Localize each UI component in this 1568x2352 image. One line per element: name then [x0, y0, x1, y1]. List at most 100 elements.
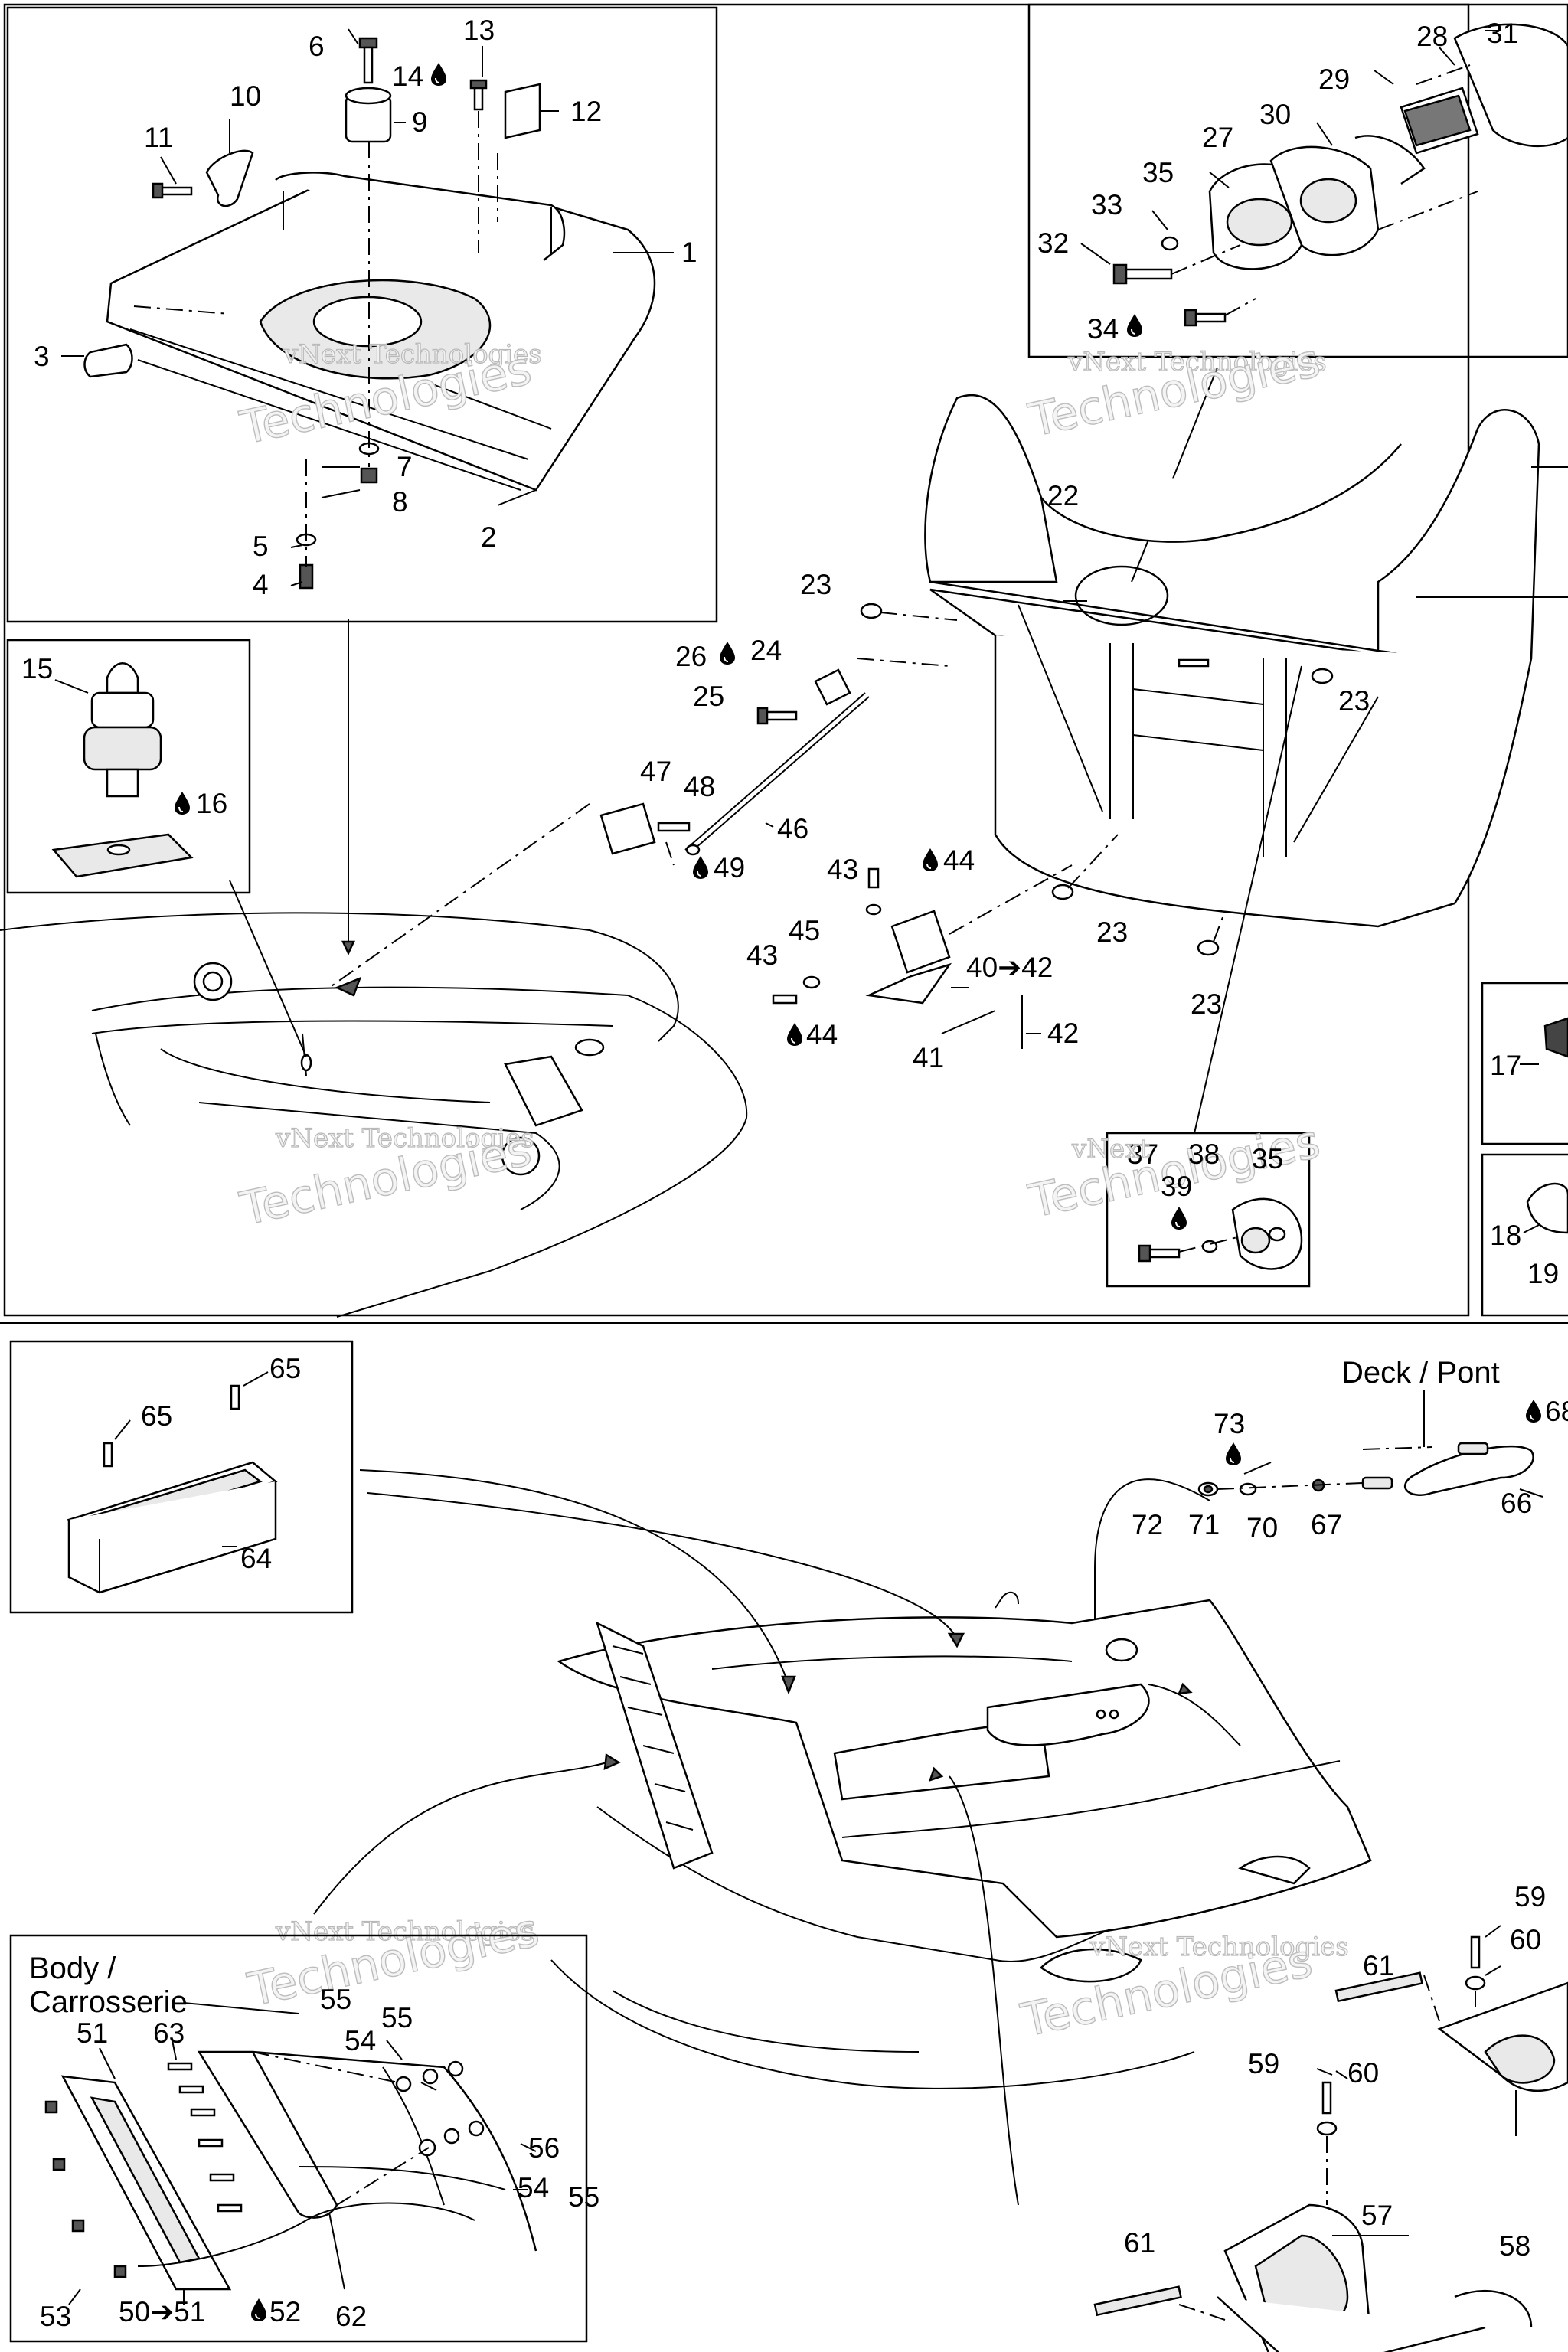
callout-41: 41 — [913, 1042, 944, 1073]
watermark-text: vNext Technologies — [275, 1916, 534, 1947]
callout-15: 15 — [21, 653, 53, 684]
callout-59: 59 — [1514, 1881, 1546, 1913]
callout-57: 57 — [1361, 2200, 1393, 2231]
callout-47: 47 — [640, 756, 671, 787]
inset-frame-clip — [1106, 1132, 1311, 1288]
callout-38: 38 — [1188, 1138, 1220, 1170]
drop-icon — [1126, 313, 1143, 338]
grommet-23 — [1197, 939, 1220, 956]
callout-31: 31 — [1487, 18, 1518, 49]
callout-17: 17 — [1490, 1050, 1521, 1081]
inset-frame-18-19 — [1481, 1153, 1568, 1317]
callout-23: 23 — [1096, 916, 1128, 948]
grommet-23 — [1051, 884, 1074, 900]
inset-frame-vent — [9, 1934, 588, 2343]
screw-65 — [230, 1384, 240, 1410]
callout-64: 64 — [240, 1543, 272, 1574]
callout-58: 58 — [1499, 2230, 1530, 2262]
callout-28: 28 — [1416, 21, 1448, 52]
callout-4: 4 — [253, 569, 269, 600]
body-label-line2: Carrosserie — [29, 1985, 188, 2019]
callout-48: 48 — [684, 771, 715, 802]
screw-13 — [469, 79, 488, 111]
callout-30: 30 — [1259, 99, 1291, 130]
deck-label: Deck / Pont — [1341, 1356, 1500, 1390]
callout-43: 43 — [827, 854, 858, 885]
callout-55: 55 — [381, 2002, 413, 2034]
screw-59 — [1321, 2081, 1332, 2115]
callout-25: 25 — [693, 681, 724, 712]
screw-11 — [152, 182, 193, 199]
watermark-text: vNext — [1071, 1134, 1150, 1165]
callout-56: 56 — [528, 2132, 560, 2164]
callout-63: 63 — [153, 2017, 185, 2049]
inset-frame-tray — [9, 1340, 354, 1614]
callout-54: 54 — [518, 2172, 549, 2203]
callout-59: 59 — [1248, 2048, 1279, 2079]
drop-icon — [250, 2298, 267, 2322]
callout-65: 65 — [141, 1400, 172, 1432]
callout-6: 6 — [309, 31, 325, 62]
washer-60 — [1465, 1975, 1486, 1991]
callout-5: 5 — [253, 531, 269, 562]
drop-icon — [1525, 1399, 1542, 1423]
callout-61: 61 — [1363, 1950, 1394, 1981]
callout-52: 52 — [270, 2296, 301, 2328]
hinge-24 — [756, 668, 851, 725]
side-vent-50 — [44, 2050, 537, 2291]
callout-35: 35 — [1142, 157, 1174, 188]
drop-icon — [174, 791, 191, 815]
bracket-47 — [599, 802, 701, 856]
screw-59 — [1470, 1936, 1481, 1969]
callout-55: 55 — [320, 1984, 351, 2015]
side-vent-57 — [1217, 2203, 1533, 2352]
callout-27: 27 — [1202, 122, 1233, 153]
callout-53: 53 — [40, 2301, 71, 2332]
part-18 — [1526, 1182, 1568, 1234]
drop-icon — [786, 1022, 803, 1047]
callout-50: 50➔51 — [119, 2296, 205, 2328]
callout-62: 62 — [335, 2301, 367, 2332]
clip-37 — [1138, 1197, 1303, 1270]
body-label-line1: Body / — [29, 1952, 116, 1985]
drop-icon — [719, 641, 736, 665]
callout-71: 71 — [1188, 1509, 1220, 1540]
watermark-text: vNext Technologies — [1067, 347, 1327, 377]
callout-61: 61 — [1124, 2227, 1155, 2259]
bumper-9 — [345, 87, 392, 143]
hull-outline — [0, 912, 748, 1318]
part-17 — [1544, 1017, 1568, 1058]
callout-60: 60 — [1510, 1924, 1541, 1955]
drop-icon — [1171, 1206, 1187, 1230]
callout-72: 72 — [1132, 1509, 1163, 1540]
watermark-text: vNext Technologies — [275, 1123, 534, 1154]
washer-60 — [1316, 2121, 1338, 2136]
callout-2: 2 — [481, 521, 497, 553]
drop-icon — [922, 848, 939, 872]
callout-39: 39 — [1161, 1171, 1192, 1202]
callout-22: 22 — [1047, 480, 1079, 511]
callout-32: 32 — [1037, 227, 1069, 259]
callout-33: 33 — [1091, 189, 1122, 220]
strip-61 — [1334, 1971, 1423, 2003]
callout-44: 44 — [943, 844, 975, 876]
callout-34: 34 — [1087, 313, 1119, 345]
inset-frame-17 — [1481, 982, 1568, 1145]
callout-26: 26 — [675, 641, 707, 672]
callout-60: 60 — [1348, 2057, 1379, 2089]
drop-icon — [430, 62, 447, 87]
plug-3 — [83, 343, 133, 378]
callout-45: 45 — [789, 915, 820, 946]
fasteners-4-5-7-8 — [296, 442, 380, 590]
callout-13: 13 — [463, 15, 495, 46]
callout-16: 16 — [196, 788, 227, 819]
drop-icon — [692, 855, 709, 880]
callout-54: 54 — [345, 2025, 376, 2056]
callout-3: 3 — [34, 341, 50, 372]
screw-6 — [358, 37, 378, 84]
hinge-bracket-40 — [772, 867, 1023, 1049]
callout-35: 35 — [1252, 1143, 1283, 1174]
callout-24: 24 — [750, 635, 782, 666]
callout-23: 23 — [800, 569, 831, 600]
